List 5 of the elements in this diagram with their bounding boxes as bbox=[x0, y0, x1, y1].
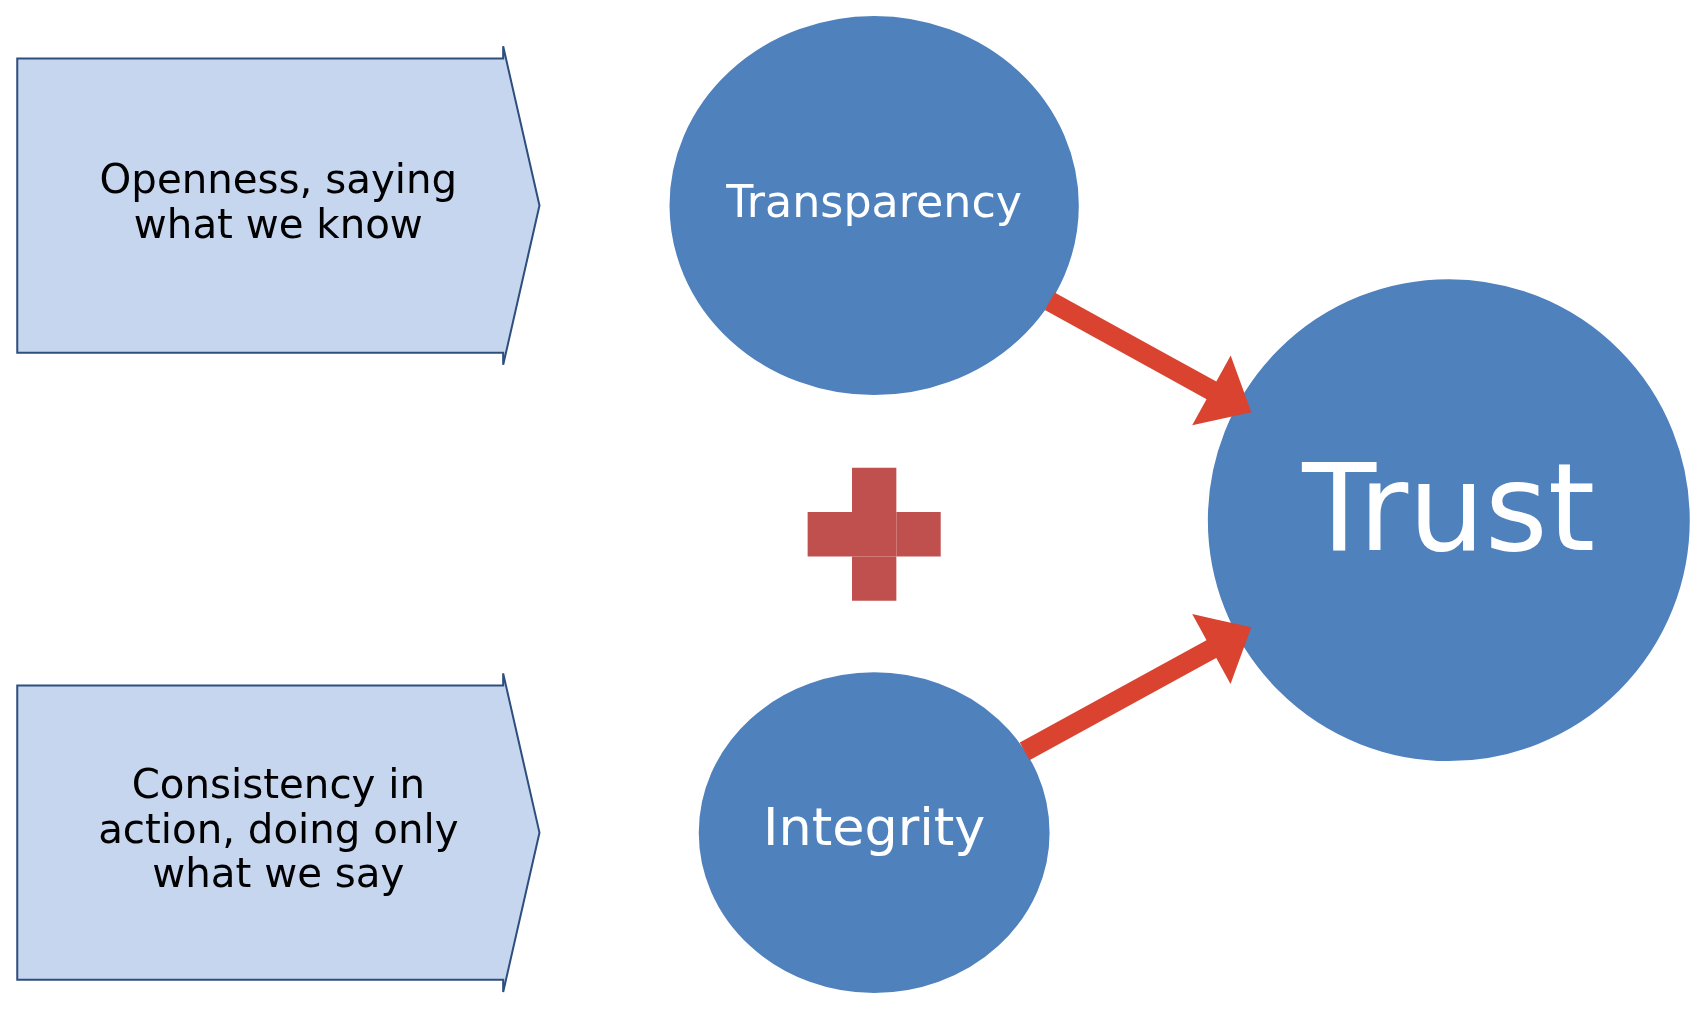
node-circle: Transparency bbox=[669, 16, 1079, 396]
arrow bbox=[1019, 614, 1251, 761]
node-circle: Integrity bbox=[698, 672, 1050, 993]
arrow bbox=[1044, 292, 1251, 426]
node-circle: Trust bbox=[1207, 279, 1690, 762]
